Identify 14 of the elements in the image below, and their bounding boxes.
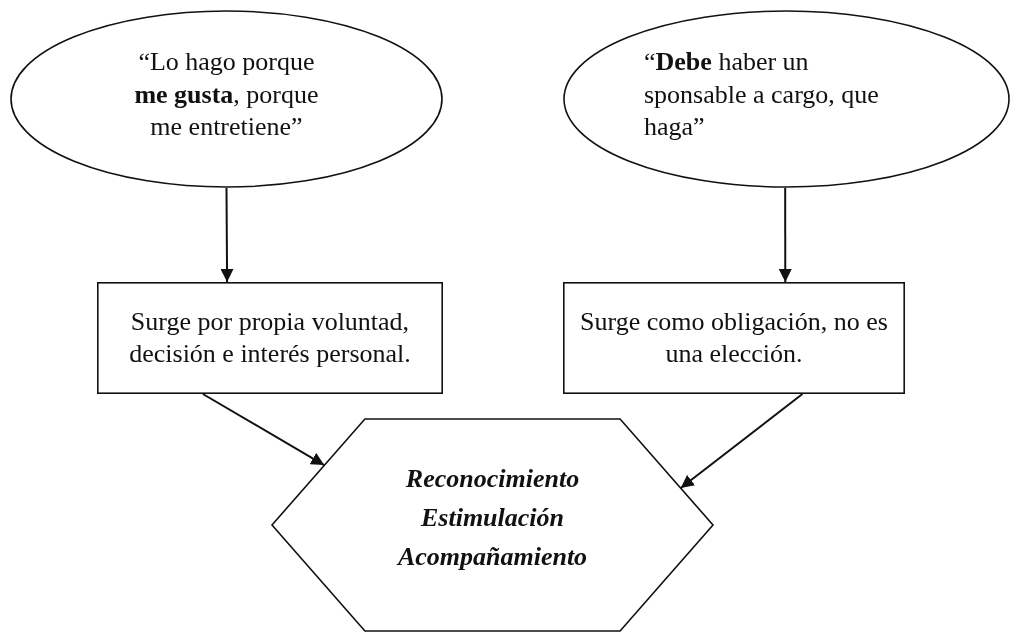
quote-text: “Lo hago porque me gusta, porque me entretiene” [133, 46, 320, 144]
statement-box [563, 282, 905, 394]
arrow [679, 393, 804, 489]
outcome-hexagon [271, 418, 714, 632]
statement-text: Surge por propia voluntad, decisión e interés personal. [128, 305, 412, 370]
statement-text: Surge como obligación, no es una elección. [579, 305, 889, 370]
quote-ellipse [10, 10, 443, 188]
outcome-text: Reconocimiento Estimulación Acompañamiento [395, 462, 589, 573]
arrow [201, 393, 326, 467]
statement-box [97, 282, 443, 394]
quote-text: “Debe haber un sponsable a cargo, que haga” [644, 46, 880, 144]
arrow [220, 187, 234, 283]
arrow [778, 187, 792, 283]
quote-ellipse [563, 10, 1010, 188]
